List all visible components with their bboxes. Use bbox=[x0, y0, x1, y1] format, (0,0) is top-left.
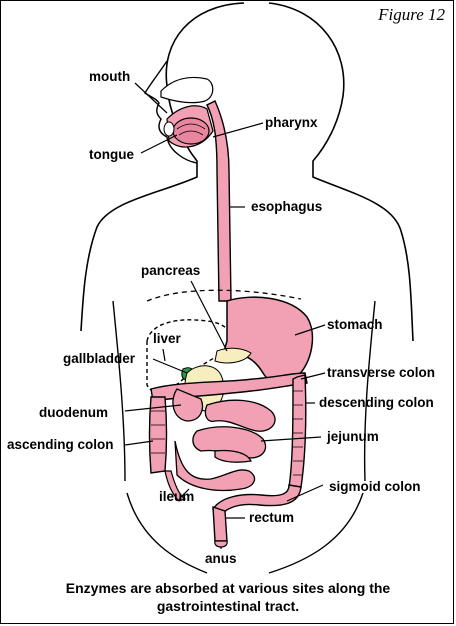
leader-jejunum bbox=[261, 437, 321, 441]
label-descending-colon: descending colon bbox=[319, 395, 434, 411]
teeth-front bbox=[164, 122, 174, 136]
label-gallbladder: gallbladder bbox=[63, 351, 135, 367]
label-rectum: rectum bbox=[249, 510, 294, 526]
anus-shape bbox=[215, 541, 227, 547]
label-sigmoid-colon: sigmoid colon bbox=[329, 479, 421, 495]
label-stomach: stomach bbox=[327, 317, 383, 333]
pancreas-shape bbox=[215, 348, 251, 363]
label-pancreas: pancreas bbox=[141, 263, 200, 279]
label-ascending-colon: ascending colon bbox=[7, 437, 114, 453]
label-jejunum: jejunum bbox=[327, 429, 379, 445]
label-mouth: mouth bbox=[89, 69, 130, 85]
nasal-cavity bbox=[161, 78, 213, 103]
stomach-shape bbox=[223, 297, 312, 383]
caption-line-1: Enzymes are absorbed at various sites al… bbox=[1, 579, 455, 597]
label-duodenum: duodenum bbox=[39, 405, 108, 421]
leader-ascending-colon bbox=[125, 441, 153, 445]
descending-colon-tube bbox=[289, 375, 306, 487]
label-ileum: ileum bbox=[159, 489, 194, 505]
label-pharynx: pharynx bbox=[265, 115, 318, 131]
label-liver: liver bbox=[153, 331, 181, 347]
caption-line-2: gastrointestinal tract. bbox=[1, 597, 455, 615]
leader-tongue bbox=[141, 135, 177, 153]
label-anus: anus bbox=[205, 551, 237, 567]
label-esophagus: esophagus bbox=[251, 199, 322, 215]
rectum-tube bbox=[213, 507, 227, 541]
body-outline bbox=[81, 3, 413, 341]
caption: Enzymes are absorbed at various sites al… bbox=[1, 579, 455, 615]
label-tongue: tongue bbox=[89, 147, 134, 163]
label-transverse-colon: transverse colon bbox=[327, 365, 435, 381]
